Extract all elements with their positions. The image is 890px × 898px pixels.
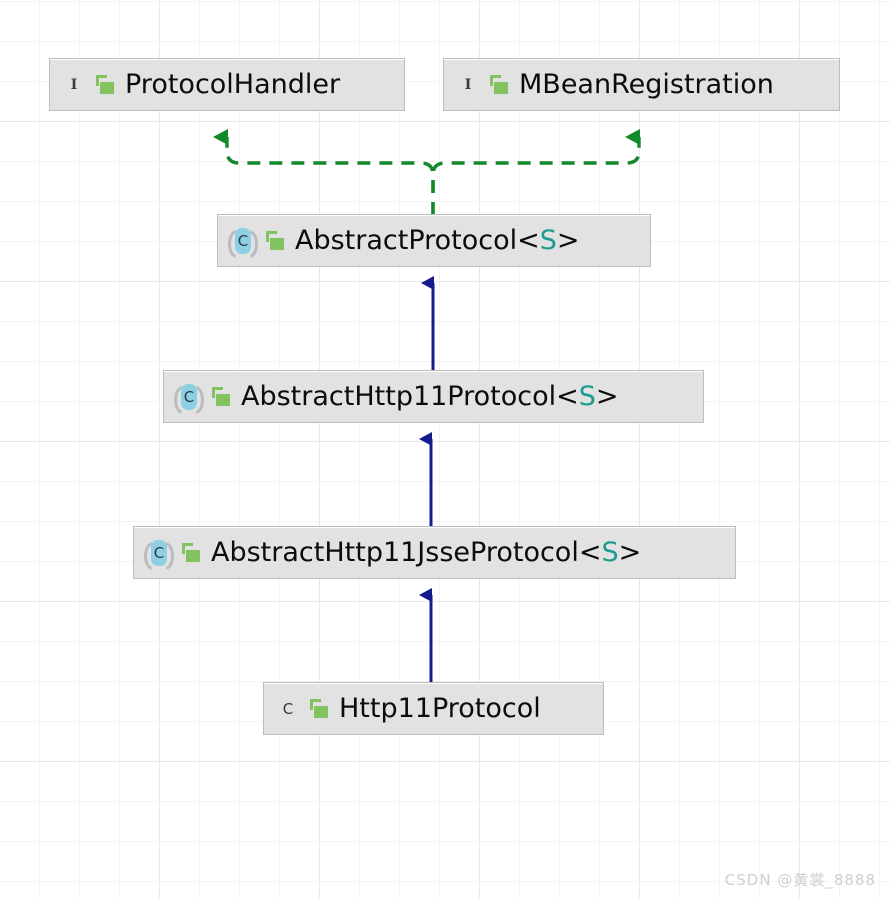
node-label: AbstractHttp11Protocol<S> [241, 381, 619, 412]
node-label: MBeanRegistration [519, 69, 774, 100]
interface-icon: I [70, 76, 78, 93]
unlocked-padlock-icon [212, 387, 230, 406]
node-mbean-registration[interactable]: I MBeanRegistration [443, 58, 840, 111]
abstract-class-icon: C [144, 539, 174, 570]
node-http11-protocol[interactable]: C Http11Protocol [263, 682, 604, 735]
node-abstract-protocol[interactable]: C AbstractProtocol<S> [217, 214, 651, 267]
unlocked-padlock-icon [490, 75, 508, 94]
node-protocol-handler[interactable]: I ProtocolHandler [49, 58, 405, 111]
node-label: ProtocolHandler [125, 69, 341, 100]
abstract-class-icon: C [174, 383, 204, 414]
node-label: AbstractHttp11JsseProtocol<S> [211, 537, 642, 568]
node-label: AbstractProtocol<S> [295, 225, 580, 256]
edge-abstract-protocol-to-protocol-handler [213, 129, 435, 215]
unlocked-padlock-icon [96, 75, 114, 94]
interface-icon: I [464, 76, 472, 93]
node-abstract-http11-protocol[interactable]: C AbstractHttp11Protocol<S> [163, 370, 704, 423]
edge-abstract-protocol-to-mbean-registration [431, 129, 641, 215]
unlocked-padlock-icon [182, 543, 200, 562]
abstract-class-icon: C [228, 227, 258, 258]
node-label: Http11Protocol [339, 693, 541, 724]
unlocked-padlock-icon [310, 699, 328, 718]
node-abstract-http11-jsse-protocol[interactable]: C AbstractHttp11JsseProtocol<S> [133, 526, 736, 579]
class-icon: C [282, 699, 294, 718]
watermark: CSDN @黄裳_8888 [724, 871, 876, 889]
unlocked-padlock-icon [266, 231, 284, 250]
